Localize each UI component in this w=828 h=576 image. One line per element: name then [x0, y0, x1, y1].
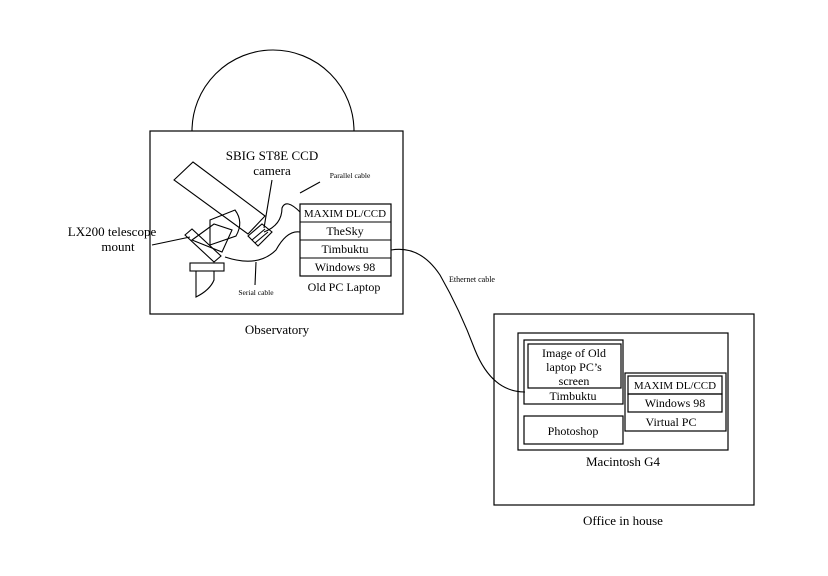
macintosh-box	[517, 332, 729, 451]
ethernet-cable-label: Ethernet cable	[449, 275, 495, 284]
serial-cable-pointer	[254, 261, 257, 286]
image-label-line1: Image of Old	[542, 346, 606, 360]
mount-pointer	[151, 236, 191, 246]
ethernet-cable	[390, 248, 526, 393]
laptop-timbuktu: Timbuktu	[322, 242, 369, 256]
telescope-mount	[184, 223, 233, 298]
virtual-windows: Windows 98	[645, 396, 706, 410]
mount-label-line2: mount	[101, 239, 135, 254]
virtual-maxim: MAXIM DL/CCD	[634, 380, 716, 392]
observatory-label: Observatory	[245, 322, 310, 337]
remote-screen-image	[527, 343, 622, 389]
laptop-windows: Windows 98	[315, 260, 376, 274]
office-label: Office in house	[583, 513, 663, 528]
virtual-pc-box	[624, 372, 727, 432]
office-box	[493, 313, 755, 506]
telescope	[173, 161, 273, 247]
photoshop-box	[523, 415, 624, 445]
mac-timbuktu: Timbuktu	[550, 389, 597, 403]
image-label-line3: screen	[559, 374, 590, 388]
image-label-line2: laptop PC’s	[546, 360, 602, 374]
observatory-dome	[191, 49, 355, 132]
parallel-cable-label: Parallel cable	[330, 171, 371, 180]
mac-photoshop: Photoshop	[548, 424, 599, 438]
virtual-pc-label: Virtual PC	[646, 415, 697, 429]
virtual-windows-row	[627, 393, 723, 413]
macintosh-label: Macintosh G4	[586, 454, 661, 469]
timbuktu-window	[523, 339, 624, 405]
old-pc-laptop: MAXIM DL/CCD TheSky Timbuktu Windows 98	[299, 203, 392, 277]
ccd-camera-icon	[247, 223, 273, 247]
observatory-box	[149, 130, 404, 315]
camera-label-line1: SBIG ST8E CCD	[226, 148, 318, 163]
serial-cable-label: Serial cable	[238, 288, 274, 297]
mount-label-line1: LX200 telescope	[68, 224, 157, 239]
camera-pointer	[263, 179, 273, 229]
serial-cable	[224, 231, 301, 262]
parallel-cable-pointer	[299, 181, 321, 194]
camera-label-line2: camera	[253, 163, 291, 178]
laptop-thesky: TheSky	[326, 224, 363, 238]
laptop-label: Old PC Laptop	[308, 280, 381, 294]
parallel-cable	[263, 203, 301, 233]
laptop-maxim: MAXIM DL/CCD	[304, 208, 386, 220]
